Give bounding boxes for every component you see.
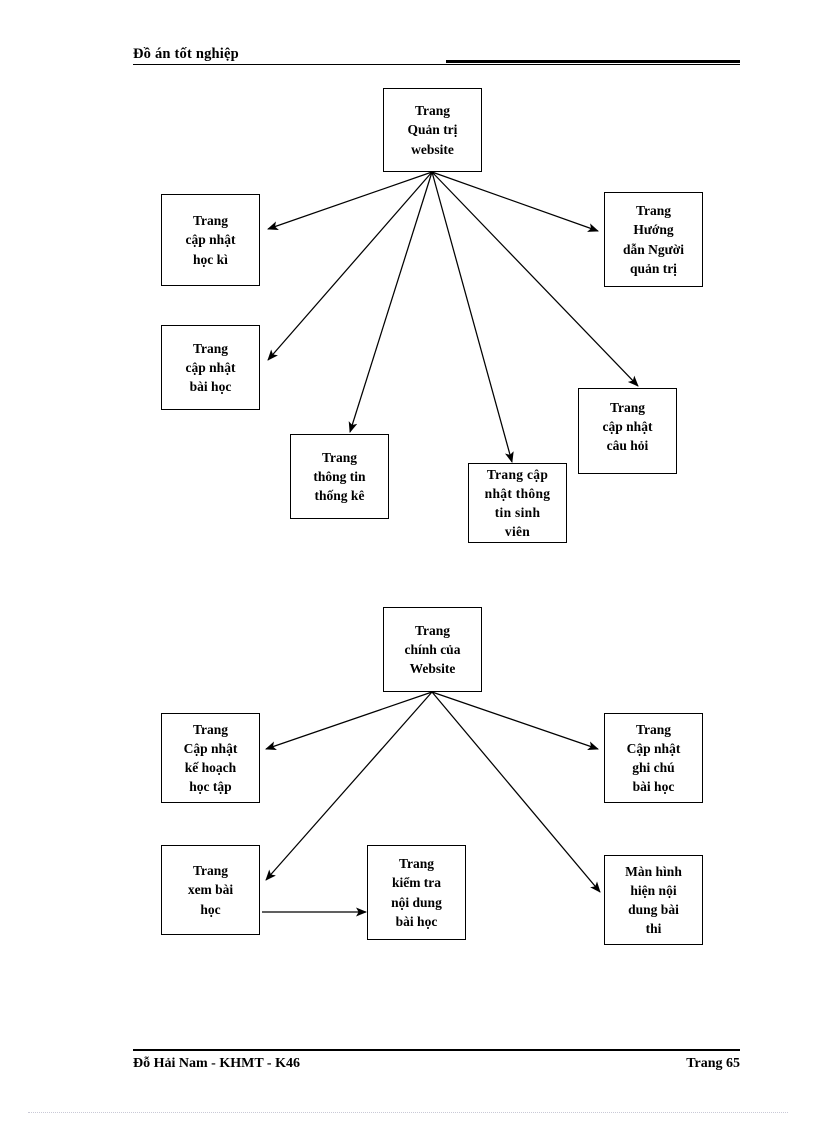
node-admin-root[interactable]: Trang Quản trị website [383,88,482,172]
edge-root-to-hoc-ki [267,171,433,230]
node-label: Trang Hướng dẫn Người quản trị [623,203,684,276]
node-admin-hoc-ki[interactable]: Trang cập nhật học kì [161,194,260,286]
edge-root-to-ke-hoach [265,691,433,751]
footer-page-number: Trang 65 [686,1056,740,1071]
node-admin-sinh-vien[interactable]: Trang cập nhật thông tin sinh viên [468,463,567,543]
node-label: Trang cập nhật bài học [185,340,236,395]
node-label: Màn hình hiện nội dung bài thi [625,863,682,937]
header-rule-thick [446,60,740,63]
node-main-xem-bai[interactable]: Trang xem bài học [161,845,260,935]
node-main-root[interactable]: Trang chính của Website [383,607,482,692]
node-main-ke-hoach[interactable]: Trang Cập nhật kế hoạch học tập [161,713,260,803]
footer-author: Đỗ Hải Nam - KHMT - K46 [133,1056,300,1071]
node-label: Trang Quản trị website [407,103,458,157]
edge-root-to-ghi-chu [431,691,599,751]
node-admin-bai-hoc[interactable]: Trang cập nhật bài học [161,325,260,410]
node-main-ghi-chu[interactable]: Trang Cập nhật ghi chú bài học [604,713,703,803]
node-label: Trang cập nhật học kì [185,213,236,267]
edge-root-to-bai-hoc [267,171,433,361]
page-footer: Đỗ Hải Nam - KHMT - K46 Trang 65 [133,1049,740,1079]
node-admin-huong-dan[interactable]: Trang Hướng dẫn Người quản trị [604,192,703,287]
footer-rule [133,1049,740,1051]
node-admin-thong-ke[interactable]: Trang thông tin thống kê [290,434,389,519]
node-label: Trang Cập nhật kế hoạch học tập [183,721,238,795]
node-label: Trang Cập nhật ghi chú bài học [626,721,681,795]
edge-root-to-thong-ke [348,171,433,433]
node-label: Trang xem bài học [187,863,234,917]
node-label: Trang cập nhật câu hỏi [602,400,653,454]
header-rule-thin [133,64,740,65]
node-main-man-hinh[interactable]: Màn hình hiện nội dung bài thi [604,855,703,945]
node-label: Trang kiểm tra nội dung bài học [391,856,442,929]
page-header: Đồ án tốt nghiệp [133,46,740,68]
edge-root-to-sinh-vien [431,171,514,463]
edge-root-to-huong-dan [431,171,599,232]
edge-root-to-man-hinh [431,691,601,893]
header-title: Đồ án tốt nghiệp [133,46,239,62]
page-bottom-edge [28,1112,788,1114]
edge-root-to-xem-bai [265,691,433,881]
edge-root-to-cau-hoi [431,171,639,387]
node-label: Trang cập nhật thông tin sinh viên [484,466,551,540]
node-main-kiem-tra[interactable]: Trang kiểm tra nội dung bài học [367,845,466,940]
node-label: Trang thông tin thống kê [313,449,366,504]
node-admin-cau-hoi[interactable]: Trang cập nhật câu hỏi [578,388,677,474]
node-label: Trang chính của Website [404,622,461,677]
